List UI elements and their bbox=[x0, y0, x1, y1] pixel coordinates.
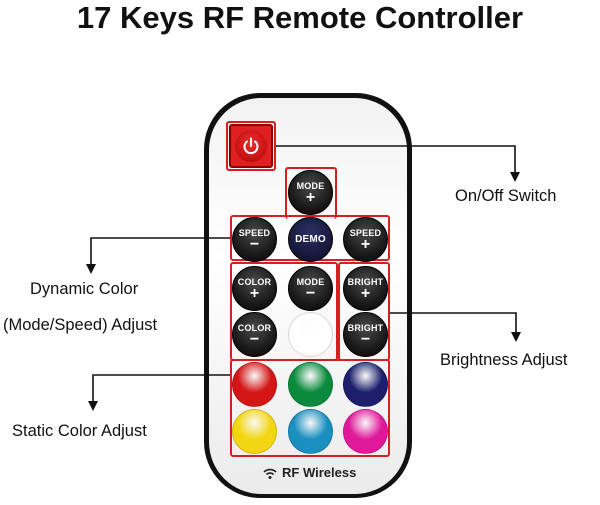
speed-up-button[interactable]: SPEED + bbox=[343, 217, 388, 262]
key-label: SPEED bbox=[238, 227, 271, 238]
wifi-icon bbox=[263, 468, 277, 479]
minus-icon: − bbox=[305, 284, 316, 302]
minus-icon: − bbox=[249, 330, 260, 348]
brightness-leader bbox=[390, 312, 517, 336]
brightness-arrow bbox=[511, 332, 521, 342]
navy-color-button[interactable] bbox=[343, 362, 388, 407]
minus-icon: − bbox=[249, 235, 260, 253]
white-color-button[interactable] bbox=[288, 312, 333, 357]
key-label: MODE bbox=[296, 276, 325, 287]
minus-icon: − bbox=[360, 330, 371, 348]
mode-up-button[interactable]: MODE + bbox=[288, 170, 333, 215]
power-key-face bbox=[235, 130, 267, 162]
bright-up-button[interactable]: BRIGHT + bbox=[343, 266, 388, 311]
key-label: COLOR bbox=[237, 322, 272, 333]
static-arrow bbox=[88, 401, 98, 411]
plus-icon: + bbox=[360, 235, 371, 253]
plus-icon: + bbox=[249, 284, 260, 302]
dynamic-arrow bbox=[86, 264, 96, 274]
key-label: SPEED bbox=[349, 227, 382, 238]
static-frame bbox=[230, 359, 390, 457]
demo-button[interactable]: DEMO bbox=[288, 217, 333, 262]
color-down-button[interactable]: COLOR − bbox=[232, 312, 277, 357]
key-label: BRIGHT bbox=[347, 276, 384, 287]
dynamic-label-line1: Dynamic Color bbox=[30, 280, 139, 298]
key-label: MODE bbox=[296, 180, 325, 191]
key-label: DEMO bbox=[295, 233, 326, 245]
static-label: Static Color Adjust bbox=[12, 422, 147, 440]
speed-down-button[interactable]: SPEED − bbox=[232, 217, 277, 262]
rf-wireless-label: RF Wireless bbox=[262, 465, 356, 480]
dynamic-mode-frame bbox=[285, 167, 337, 219]
on-off-arrow bbox=[510, 172, 520, 182]
page-title: 17 Keys RF Remote Controller bbox=[76, 0, 524, 35]
key-label: COLOR bbox=[237, 276, 272, 287]
dynamic-leader bbox=[90, 237, 230, 268]
red-color-button[interactable] bbox=[232, 362, 277, 407]
on-off-label: On/Off Switch bbox=[455, 187, 557, 205]
static-leader bbox=[92, 374, 230, 405]
power-button[interactable] bbox=[229, 124, 273, 168]
brightness-label: Brightness Adjust bbox=[440, 351, 568, 369]
plus-icon: + bbox=[360, 284, 371, 302]
green-color-button[interactable] bbox=[288, 362, 333, 407]
wireless-text: RF Wireless bbox=[282, 465, 357, 480]
color-up-button[interactable]: COLOR + bbox=[232, 266, 277, 311]
magenta-color-button[interactable] bbox=[343, 409, 388, 454]
key-label: BRIGHT bbox=[347, 322, 384, 333]
power-frame bbox=[226, 121, 276, 171]
power-icon bbox=[243, 137, 259, 155]
yellow-color-button[interactable] bbox=[232, 409, 277, 454]
bright-down-button[interactable]: BRIGHT − bbox=[343, 312, 388, 357]
cyan-color-button[interactable] bbox=[288, 409, 333, 454]
mode-down-button[interactable]: MODE − bbox=[288, 266, 333, 311]
dynamic-label-line2: (Mode/Speed) Adjust bbox=[3, 316, 158, 334]
plus-icon: + bbox=[305, 188, 316, 206]
on-off-leader bbox=[276, 145, 516, 176]
